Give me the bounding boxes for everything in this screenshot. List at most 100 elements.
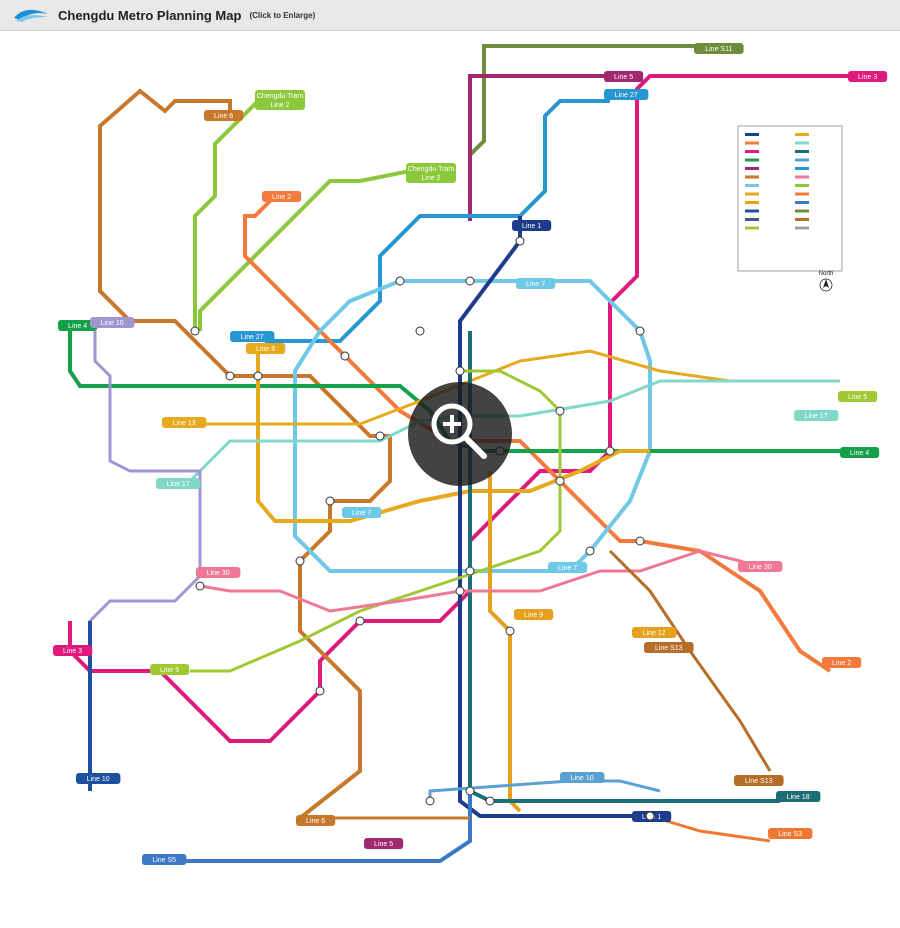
line-badge-line4a: Line 4 — [58, 320, 98, 331]
line-5-track-upper — [468, 74, 610, 221]
line-badge-label: Line 13 — [173, 420, 196, 427]
line-badge-line17a: Line 17 — [156, 478, 201, 489]
line-badge-label: Line 27 — [615, 92, 638, 99]
line-badge-line10c: Line 10 — [560, 772, 605, 783]
line-badge-label: Line 27 — [241, 334, 264, 341]
line-badge-line18: Line 18 — [776, 791, 821, 802]
line-badge-label: Line 6 — [306, 818, 325, 825]
interchange-station-icon[interactable] — [505, 626, 515, 636]
line-badge-line2a: Line 2 — [262, 191, 302, 202]
line-badge-label: Line S13 — [655, 645, 683, 652]
legend-swatch — [795, 167, 809, 170]
line-badge-label: Line 7 — [352, 510, 371, 517]
line-badge-label: Line 3 — [858, 74, 877, 81]
interchange-station-icon[interactable] — [253, 371, 263, 381]
interchange-station-icon[interactable] — [375, 431, 385, 441]
line-badge-line2b: Line 2 — [822, 657, 862, 668]
interchange-station-icon[interactable] — [195, 581, 205, 591]
line-badge-label: Line 9 — [524, 612, 543, 619]
line-badge-line5d: Line 5 — [838, 391, 878, 402]
interchange-station-icon[interactable] — [315, 686, 325, 696]
page-header: Chengdu Metro Planning Map (Click to Enl… — [0, 0, 900, 31]
zoom-in-icon — [431, 403, 487, 459]
interchange-station-icon[interactable] — [355, 616, 365, 626]
interchange-station-icon[interactable] — [295, 556, 305, 566]
interchange-station-icon[interactable] — [340, 351, 350, 361]
line-badge-line30a: Line 30 — [196, 567, 241, 578]
line-badge-s13a: Line S13 — [644, 642, 694, 653]
interchange-station-icon[interactable] — [465, 786, 475, 796]
line-badge-line5c: Line 5 — [150, 664, 190, 675]
legend-swatch — [745, 150, 759, 153]
interchange-station-icon[interactable] — [635, 536, 645, 546]
north-label: North — [819, 271, 834, 277]
interchange-station-icon[interactable] — [585, 546, 595, 556]
interchange-station-icon[interactable] — [635, 326, 645, 336]
line-6-track — [98, 88, 392, 820]
legend-swatch — [795, 158, 809, 162]
line-badge-line10a: Line 10 — [90, 317, 135, 328]
interchange-station-icon[interactable] — [485, 796, 495, 806]
line-badge-line12: Line 12 — [632, 627, 677, 638]
legend-swatch — [745, 133, 759, 136]
interchange-station-icon[interactable] — [455, 586, 465, 596]
legend-swatch — [795, 226, 809, 230]
interchange-station-icon[interactable] — [515, 236, 525, 246]
line-badge-line27a: Line 27 — [604, 89, 649, 100]
interchange-station-icon[interactable] — [455, 366, 465, 376]
enlarge-hint[interactable]: (Click to Enlarge) — [249, 10, 316, 20]
line-badge-line6a: Line 6 — [204, 110, 244, 121]
line-5-lower-track — [190, 369, 562, 673]
line-badge-line30b: Line 30 — [738, 561, 783, 572]
legend-swatch — [795, 201, 809, 204]
interchange-station-icon[interactable] — [645, 811, 655, 821]
wave-logo-icon — [14, 9, 48, 22]
line-badge-label: Line 7 — [558, 565, 577, 572]
interchange-station-icon[interactable] — [395, 276, 405, 286]
line-badge-label: Line 5 — [374, 841, 393, 848]
interchange-station-icon[interactable] — [555, 476, 565, 486]
legend-swatch — [795, 184, 809, 187]
interchange-station-icon[interactable] — [225, 371, 235, 381]
line-30-track — [199, 549, 771, 613]
legend-swatch — [745, 158, 759, 162]
line-badge-label: Line 17 — [805, 413, 828, 420]
line-badge-label: Line 10 — [101, 320, 124, 327]
zoom-in-button[interactable] — [408, 382, 512, 486]
interchange-station-icon[interactable] — [465, 566, 475, 576]
interchange-station-icon[interactable] — [190, 326, 200, 336]
line-badge-label: Line 1 — [522, 223, 541, 230]
interchange-station-icon[interactable] — [555, 406, 565, 416]
line-badge-line9: Line 9 — [514, 609, 554, 620]
line-badge-line8: Line 8 — [246, 343, 286, 354]
line-badge-line13: Line 13 — [162, 417, 207, 428]
north-arrow-icon: North — [819, 271, 834, 292]
interchange-station-icon[interactable] — [415, 326, 425, 336]
legend-swatch — [795, 209, 809, 213]
interchange-station-icon[interactable] — [605, 446, 615, 456]
line-badge-line10b: Line 10 — [76, 773, 121, 784]
line-badge-label: Line 5 — [848, 394, 867, 401]
interchange-station-icon[interactable] — [325, 496, 335, 506]
line-badge-s11: Line S11 — [694, 43, 744, 54]
line-s5-track — [170, 791, 472, 863]
interchange-station-icon[interactable] — [425, 796, 435, 806]
line-badge-label: Line S5 — [152, 857, 176, 864]
line-badge-s13b: Line S13 — [734, 775, 784, 786]
line-badge-label: Line 2 — [272, 194, 291, 201]
legend-swatch — [745, 218, 759, 221]
line-badge-label: Line 10 — [571, 775, 594, 782]
line-badge-line3b: Line 3 — [53, 645, 93, 656]
line-badge-label: Line 30 — [207, 570, 230, 577]
line-badge-label: Line 3 — [63, 648, 82, 655]
interchange-station-icon[interactable] — [465, 276, 475, 286]
line-badge-label: Line 18 — [787, 794, 810, 801]
line-badge-line5a: Line 5 — [604, 71, 644, 82]
line-badge-s3: Line S3 — [768, 828, 813, 839]
line-8-track — [256, 346, 650, 523]
legend-swatch — [745, 192, 759, 196]
